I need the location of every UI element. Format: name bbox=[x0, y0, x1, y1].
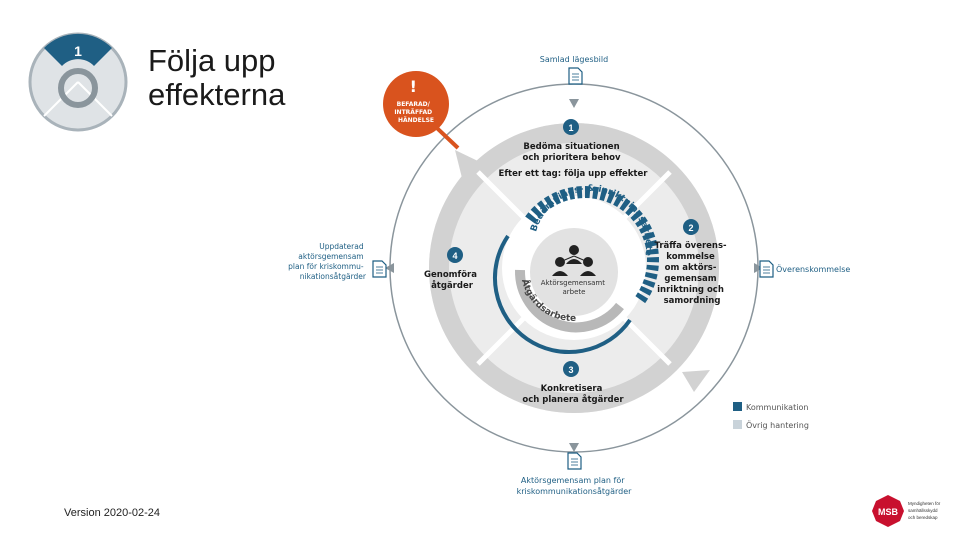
step-4-line-2: åtgärder bbox=[431, 280, 474, 291]
center-label-line-2: arbete bbox=[563, 288, 586, 296]
inner-gray-arc bbox=[514, 269, 624, 333]
legend-swatch-communication bbox=[733, 402, 742, 411]
step-2-line-4: gemensam bbox=[664, 274, 716, 284]
step-2-marker: 2 bbox=[683, 219, 699, 235]
step-1-line-2: och prioritera behov bbox=[523, 153, 621, 163]
alert-line-3: HÄNDELSE bbox=[398, 117, 434, 124]
outer-arrow-right bbox=[754, 263, 763, 273]
communication-arc-bottom bbox=[492, 234, 632, 355]
left-doc-line-3: plan för kriskommu- bbox=[288, 262, 364, 271]
legend: Kommunikation Övrig hantering bbox=[733, 402, 809, 430]
step-2-line-1: Träffa överens- bbox=[654, 241, 727, 251]
msb-logo: MSB Myndigheten för samhällsskydd och be… bbox=[872, 495, 942, 527]
outer-arrow-bottom bbox=[569, 443, 579, 452]
svg-text:2: 2 bbox=[688, 223, 693, 233]
title-line-2: effekterna bbox=[148, 77, 286, 112]
center-disk bbox=[530, 228, 618, 316]
center-label-line-1: Aktörsgemensamt bbox=[541, 279, 605, 287]
version-label: Version 2020-02-24 bbox=[64, 507, 161, 519]
step-2-line-3: om aktörs- bbox=[665, 263, 717, 273]
page-title: Följa upp effekterna bbox=[148, 44, 285, 112]
outer-arrow-top bbox=[569, 99, 579, 108]
logo-line-3: och beredskap bbox=[908, 515, 938, 520]
left-doc-line-4: nikationsåtgärder bbox=[300, 272, 367, 281]
svg-text:Genomföra åtgärder: Genomföra åtgärder bbox=[424, 270, 480, 291]
logo-mark: MSB bbox=[878, 507, 899, 517]
people-icon bbox=[552, 245, 596, 276]
svg-text:Aktörsgemensamt arbete: Aktörsgemensamt arbete bbox=[541, 279, 607, 296]
svg-text:Aktörsgemensam plan för: Aktörsgemensam plan för kriskommunikatio… bbox=[517, 476, 633, 496]
legend-label-communication: Kommunikation bbox=[746, 403, 808, 412]
document-icon-right bbox=[759, 260, 774, 278]
cycle-thumbnail: 1 bbox=[28, 32, 128, 132]
step-1-line-1: Bedöma situationen bbox=[523, 142, 619, 152]
svg-text:Myndigheten för samhälls: Myndigheten för samhällsskydd och bereds… bbox=[908, 501, 942, 520]
alert-line-2: INTRÄFFAD bbox=[394, 109, 432, 116]
logo-line-1: Myndigheten för bbox=[908, 501, 941, 506]
step-1-extra: Efter ett tag: följa upp effekter bbox=[499, 169, 649, 179]
step-3-line-2: och planera åtgärder bbox=[522, 394, 624, 405]
step-2-line-2: kommelse bbox=[666, 252, 715, 262]
legend-label-other: Övrig hantering bbox=[746, 420, 809, 430]
svg-text:1: 1 bbox=[568, 123, 573, 133]
step-3-marker: 3 bbox=[563, 361, 579, 377]
step-3-line-1: Konkretisera bbox=[541, 384, 603, 394]
document-icon-left bbox=[372, 260, 387, 278]
alert-mark: ! bbox=[410, 77, 417, 96]
right-doc-label: Överenskommelse bbox=[776, 264, 850, 274]
step-1-marker: 1 bbox=[563, 119, 579, 135]
bottom-doc-line-2: kriskommunikationsåtgärder bbox=[517, 486, 633, 496]
step-4-line-1: Genomföra bbox=[424, 270, 477, 280]
legend-swatch-other bbox=[733, 420, 742, 429]
left-doc-line-1: Uppdaterad bbox=[319, 242, 364, 251]
svg-text:Bedöma situationen och p: Bedöma situationen och prioritera behov … bbox=[499, 142, 649, 179]
left-doc-line-2: aktörsgemensam bbox=[298, 252, 363, 261]
communication-arc-top bbox=[525, 186, 659, 304]
process-cycle-diagram: Bedömnings- & inriktningsarbete Åtgärdsa… bbox=[288, 55, 850, 496]
document-icon-bottom bbox=[567, 452, 582, 470]
alert-line-1: BEFARAD/ bbox=[397, 101, 431, 108]
svg-text:3: 3 bbox=[568, 365, 573, 375]
bottom-doc-line-1: Aktörsgemensam plan för bbox=[521, 476, 625, 485]
thumbnail-step-number: 1 bbox=[74, 43, 82, 59]
step-4-marker: 4 bbox=[447, 247, 463, 263]
svg-text:! BEFARAD/ INTRÄFF: ! BEFARAD/ INTRÄFFAD HÄNDELSE bbox=[394, 77, 437, 124]
svg-text:Träffa överens- kommelse: Träffa överens- kommelse om aktörs- geme… bbox=[654, 241, 729, 306]
title-line-1: Följa upp bbox=[148, 43, 276, 78]
svg-text:4: 4 bbox=[452, 251, 457, 261]
logo-line-2: samhällsskydd bbox=[908, 508, 938, 513]
alert-badge bbox=[383, 71, 449, 137]
document-icon-top bbox=[568, 67, 583, 85]
top-doc-label: Samlad lägesbild bbox=[540, 55, 608, 64]
svg-text:Konkretisera och planera: Konkretisera och planera åtgärder bbox=[522, 384, 624, 405]
step-2-line-6: samordning bbox=[664, 296, 721, 306]
svg-text:Uppdaterad aktörsgemensa: Uppdaterad aktörsgemensam plan för krisk… bbox=[288, 242, 367, 281]
outer-arrow-left bbox=[385, 263, 394, 273]
step-2-line-5: inriktning och bbox=[657, 285, 724, 295]
